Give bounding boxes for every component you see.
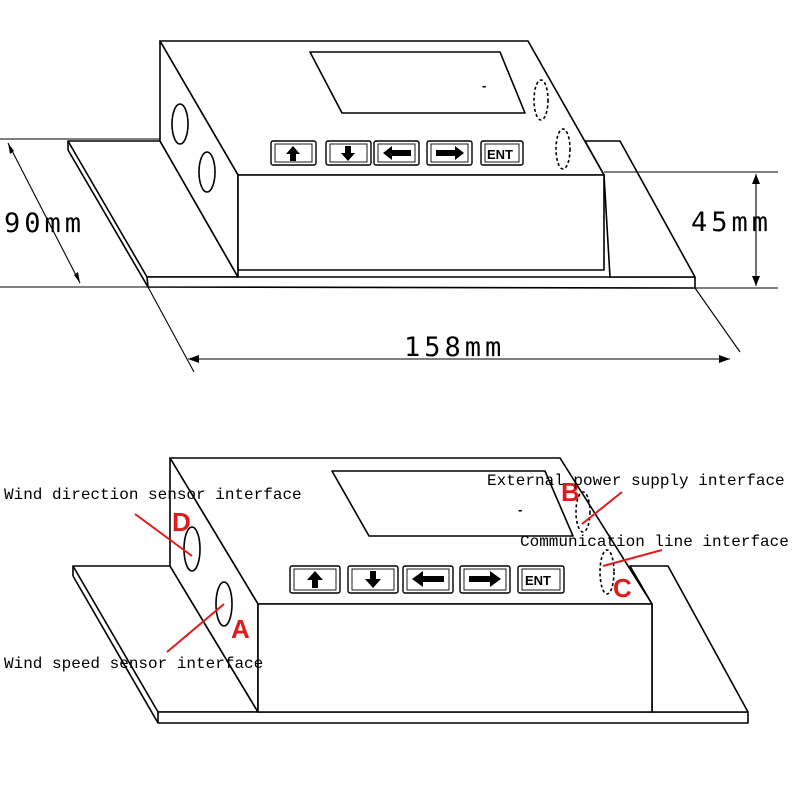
housing-front-face xyxy=(237,174,605,271)
port-c-oval xyxy=(555,128,571,170)
interface-letter-c: C xyxy=(613,573,632,603)
bottom-housing-front-face xyxy=(257,603,653,713)
wind-direction-interface-label: Wind direction sensor interface xyxy=(4,486,302,504)
port-b-bottom-oval xyxy=(575,491,591,533)
interface-letter-a: A xyxy=(231,614,250,644)
bottom-down-arrow-icon xyxy=(365,571,381,588)
port-a-oval xyxy=(198,151,216,193)
port-c-bottom-oval xyxy=(599,549,615,595)
screen-dash: - xyxy=(482,78,486,93)
lcd-screen xyxy=(309,51,526,114)
interface-letter-d: D xyxy=(172,507,191,537)
port-a-bottom-oval xyxy=(215,581,233,627)
length-dimension-label: 158mm xyxy=(404,332,505,363)
bottom-right-arrow-icon xyxy=(469,571,501,587)
top-device-drawing: - ENT xyxy=(67,40,696,289)
key-down-button[interactable] xyxy=(325,140,372,166)
up-arrow-icon xyxy=(286,146,300,161)
port-b-oval xyxy=(533,79,549,121)
annotation-leaders xyxy=(134,491,663,653)
base-plate-front-edge xyxy=(146,276,696,289)
external-power-interface-label: External power supply interface xyxy=(487,472,785,490)
key-ent-button[interactable]: ENT xyxy=(480,140,524,166)
bottom-left-arrow-icon xyxy=(412,571,444,587)
bottom-screen-dash: - xyxy=(518,502,522,517)
bottom-key-up-button[interactable] xyxy=(289,565,341,594)
bottom-key-ent-button[interactable]: ENT xyxy=(517,565,565,594)
leader-a xyxy=(166,603,225,653)
height-dimension-label: 45mm xyxy=(691,207,772,238)
bottom-up-arrow-icon xyxy=(307,571,323,588)
key-up-button[interactable] xyxy=(270,140,317,166)
right-arrow-icon xyxy=(436,146,464,160)
housing-left-side xyxy=(159,40,239,278)
dimension-lines xyxy=(0,138,778,373)
wind-speed-interface-label: Wind speed sensor interface xyxy=(4,655,263,673)
bottom-key-right-button[interactable] xyxy=(459,565,511,594)
interface-letter-b: B xyxy=(561,477,580,507)
down-arrow-icon xyxy=(341,146,355,161)
bottom-device-drawing: - ENT xyxy=(72,457,749,724)
depth-dimension-label: 90mm xyxy=(4,208,85,239)
ent-key-label: ENT xyxy=(487,147,513,162)
leader-d xyxy=(134,513,193,557)
bottom-key-down-button[interactable] xyxy=(347,565,399,594)
port-d-oval xyxy=(171,103,189,145)
leader-c xyxy=(602,549,663,567)
bottom-lcd-screen xyxy=(331,470,574,537)
depth-dimension-line xyxy=(7,142,81,284)
left-arrow-icon xyxy=(383,146,411,160)
bottom-base-plate-front xyxy=(157,711,749,724)
communication-line-interface-label: Communication line interface xyxy=(520,533,789,551)
bottom-key-left-button[interactable] xyxy=(402,565,454,594)
key-right-button[interactable] xyxy=(426,140,473,166)
bottom-ent-key-label: ENT xyxy=(525,573,551,588)
key-left-button[interactable] xyxy=(373,140,420,166)
leader-b xyxy=(581,491,623,525)
